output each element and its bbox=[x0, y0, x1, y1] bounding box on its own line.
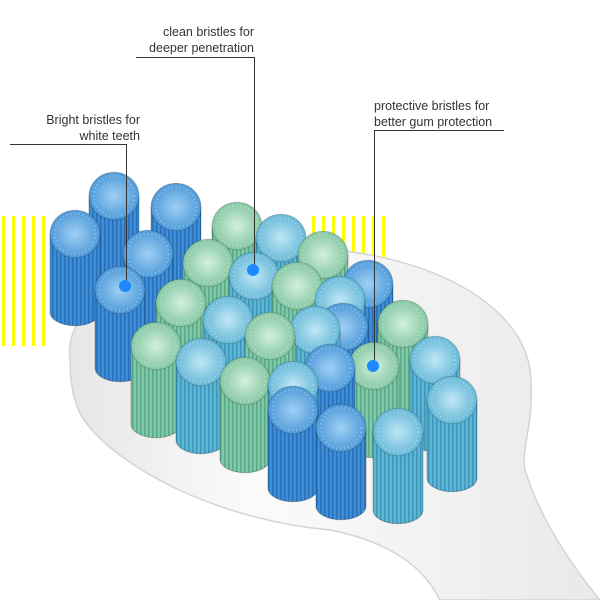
bristle-tuft-blue bbox=[315, 403, 367, 521]
bristle-tuft-teal bbox=[426, 375, 478, 493]
callout-clean-line1: clean bristles for bbox=[162, 25, 254, 39]
callout-clean-leader-v bbox=[254, 57, 255, 271]
callout-protective-line2: better gum protection bbox=[374, 115, 493, 129]
bristle-tuft-teal bbox=[175, 337, 227, 455]
callout-clean-leader-h bbox=[136, 57, 255, 58]
callout-clean-line2: deeper penetration bbox=[149, 41, 254, 55]
callout-bright-line2: white teeth bbox=[79, 129, 140, 143]
callout-bright-text: Bright bristles for white teeth bbox=[24, 112, 140, 144]
marker-dot-protective bbox=[367, 360, 379, 372]
marker-dot-clean bbox=[247, 264, 259, 276]
callout-protective-leader-v bbox=[374, 130, 375, 366]
callout-protective-leader-h bbox=[374, 130, 504, 131]
bristle-tuft-teal bbox=[372, 407, 424, 525]
marker-dot-bright bbox=[119, 280, 131, 292]
callout-protective-line1: protective bristles for bbox=[374, 99, 490, 113]
callout-bright-line1: Bright bristles for bbox=[46, 113, 140, 127]
callout-bright-leader-h bbox=[10, 144, 127, 145]
bristle-tufts bbox=[49, 171, 478, 525]
bristle-tuft-green bbox=[219, 356, 271, 474]
callout-clean-text: clean bristles for deeper penetration bbox=[136, 24, 254, 56]
callout-bright-leader-v bbox=[126, 144, 127, 284]
callout-protective-text: protective bristles for better gum prote… bbox=[374, 98, 514, 130]
bristle-tuft-blue bbox=[49, 209, 101, 327]
bristle-tuft-green bbox=[130, 321, 182, 439]
bristle-tuft-blue bbox=[267, 385, 319, 503]
yellow-stripes-left bbox=[2, 216, 45, 346]
